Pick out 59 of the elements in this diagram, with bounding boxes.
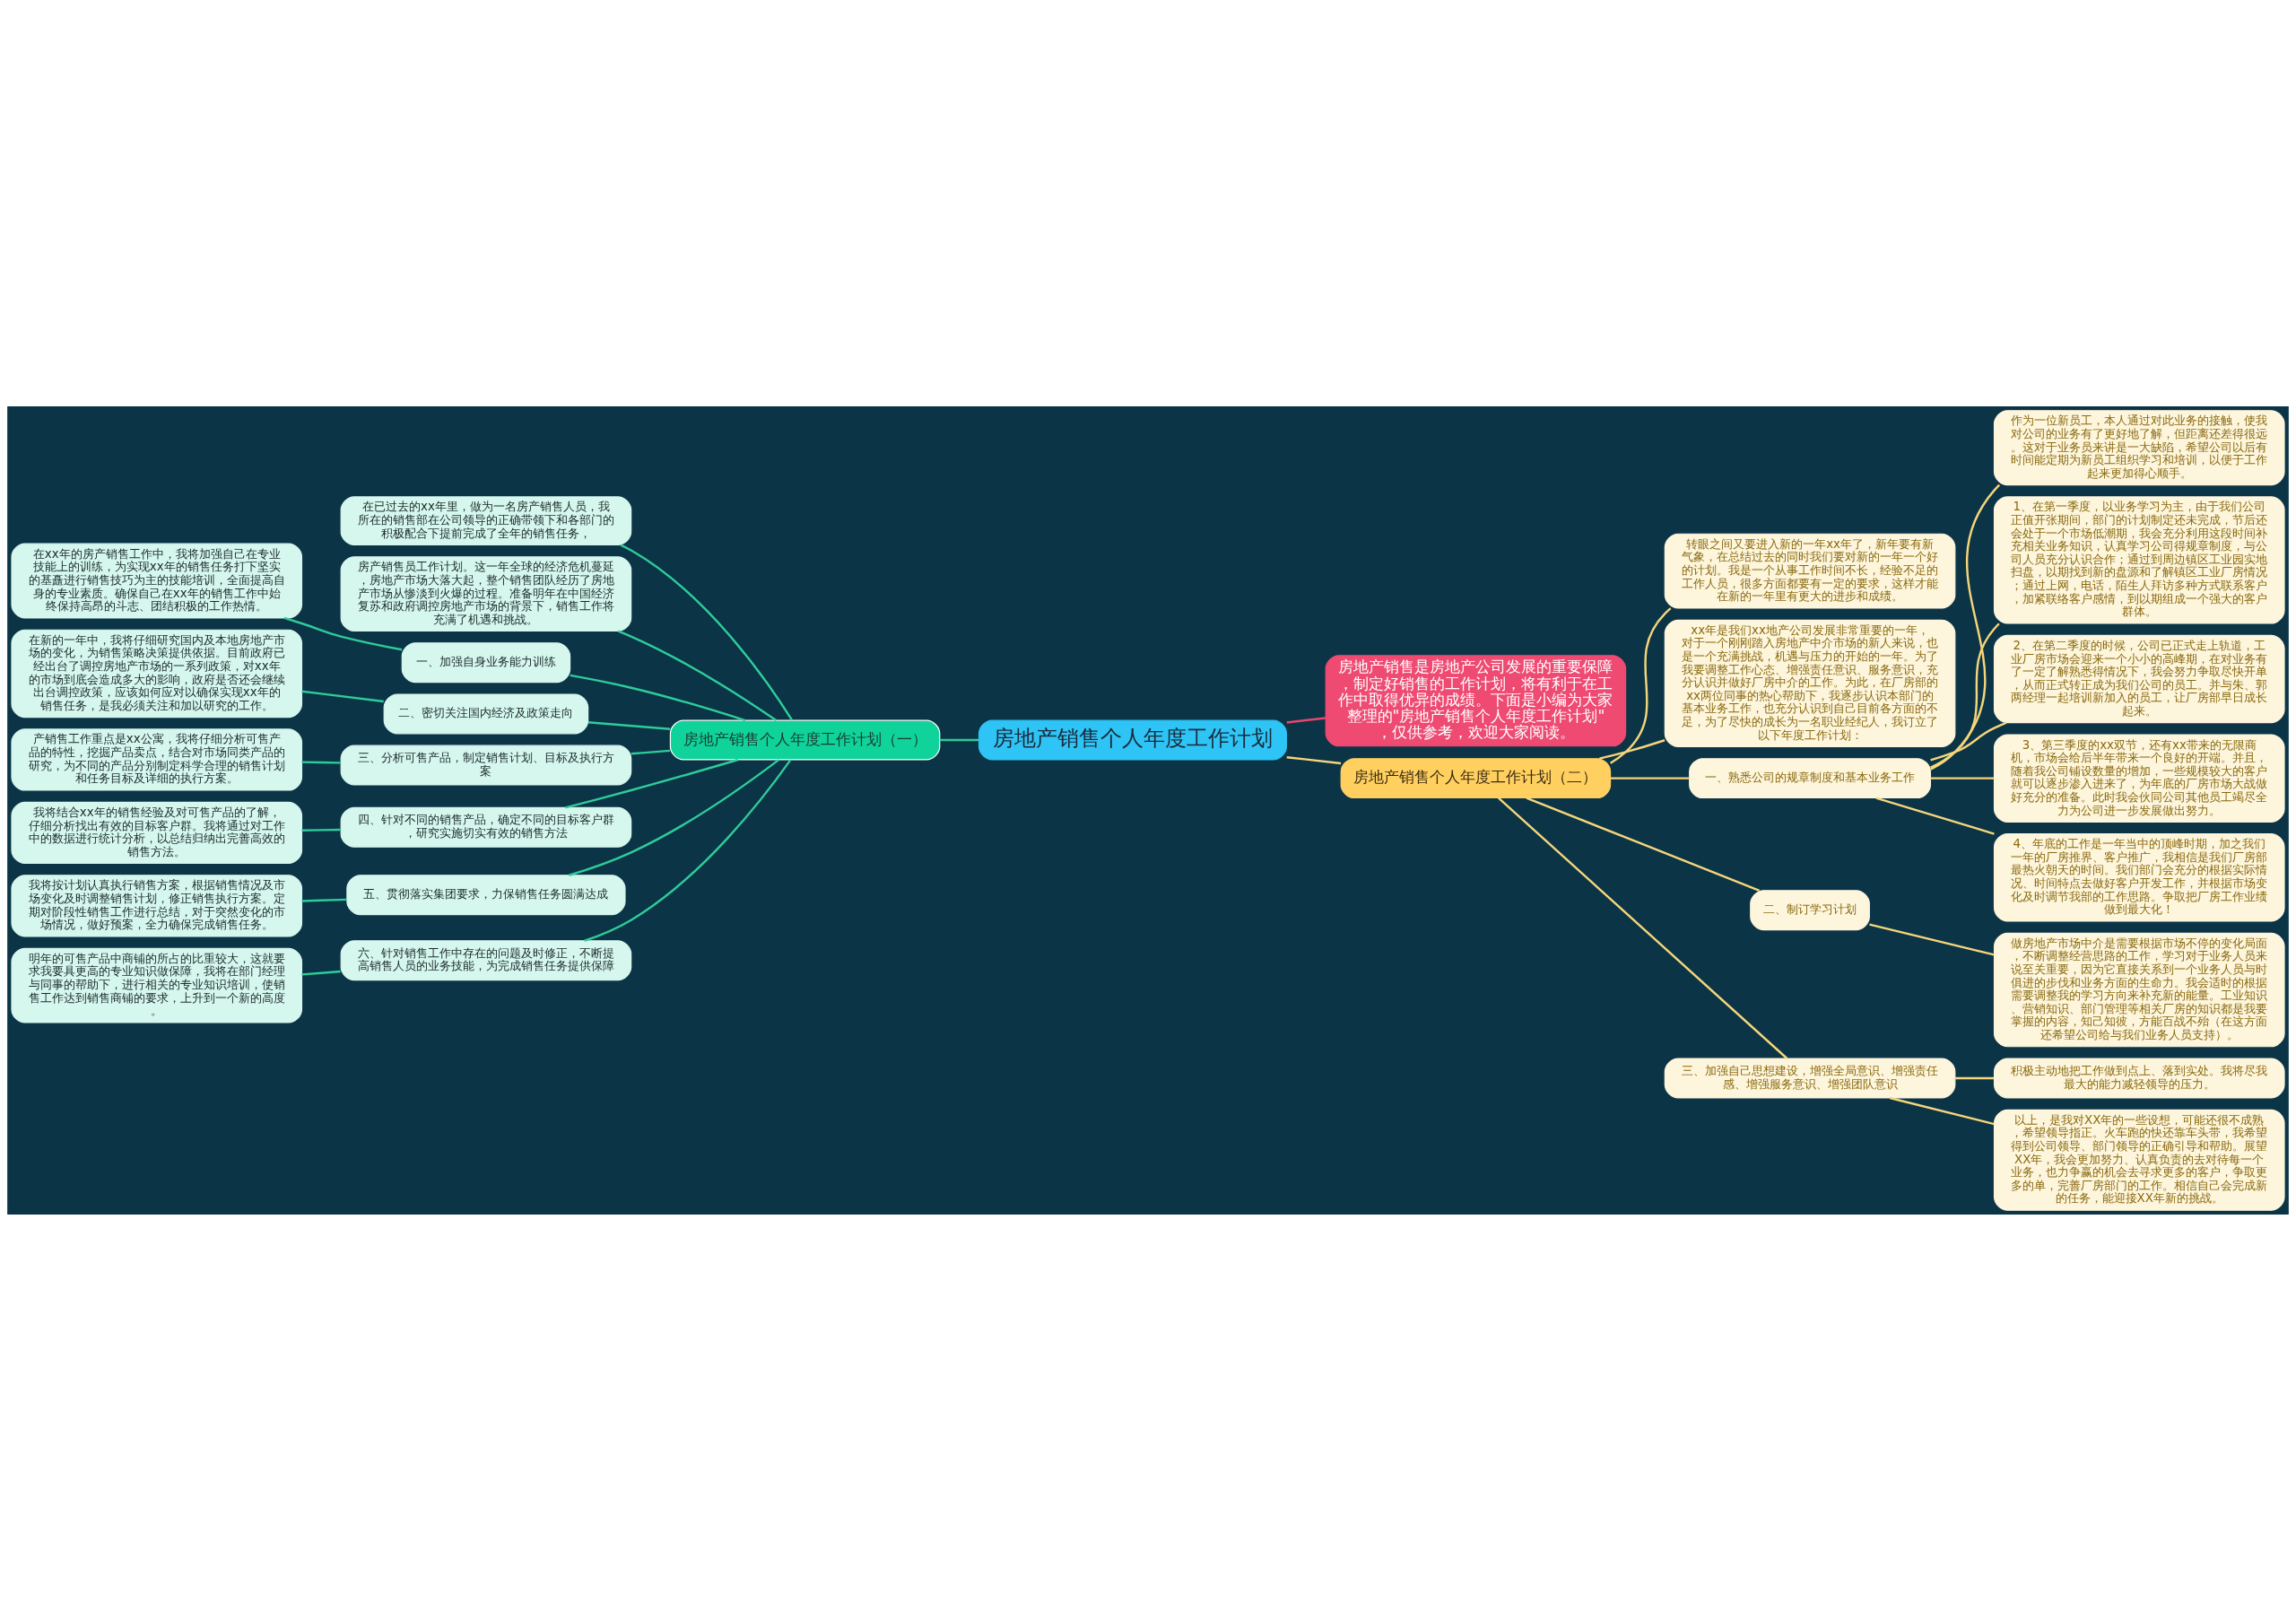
- connector: [631, 749, 671, 755]
- connector: [301, 970, 341, 976]
- connector: [1498, 797, 1788, 1059]
- connector: [570, 674, 746, 721]
- node-box: 房地产销售个人年度工作计划: [978, 719, 1288, 761]
- node-box: 3、第三季度的xx双节，还有xx带来的无限商机，市场会给后半年带来一个良好的开端。并且，随着我公司铺设数量的增加，一些规模较大的客户就可以逐步渗入进来了，为年底的厂房市场大战做好充分的准备。此时我会伙同公司其他员工竭尽全力为公司进一步发展做出努力。: [1993, 733, 2285, 823]
- connector: [283, 616, 403, 650]
- connector: [301, 690, 384, 702]
- node-box: 2、在第二季度的时候，公司已正式走上轨道，工业厂房市场会迎来一个小小的高峰期，在对业务有了一定了解熟悉得情况下，我会努力争取尽快开单，从而正式转正成为我们公司的员工。并与朱、郭两经理一起培训新加入的员工，让厂房部早日成长起来。: [1993, 634, 2285, 723]
- connector: [1610, 776, 1690, 780]
- connector: [1286, 755, 1342, 764]
- connector: [1930, 776, 1995, 780]
- connector: [301, 760, 341, 764]
- node-box: 转眼之间又要进入新的一年xx年了，新年要有新气象，在总结过去的同时我们要对新的一年一个好的计划。我是一个从事工作时间不长，经验不足的工作人员，很多方面都要有一定的要求，这样才能在新的一年里有更大的进步和成绩。: [1664, 533, 1956, 609]
- connector: [617, 629, 777, 721]
- node-box: 房地产销售是房地产公司发展的重要保障，制定好销售的工作计划，将有利于在工作中取得优异的成绩。下面是小编为大家整理的"房地产销售个人年度工作计划"，仅供参考，欢迎大家阅读。: [1325, 654, 1627, 746]
- connector: [301, 898, 347, 902]
- node-box: 房地产销售个人年度工作计划（二）: [1340, 757, 1612, 798]
- connector: [1286, 716, 1326, 724]
- node-box: 明年的可售产品中商铺的所占的比重较大，这就要求我要具更高的专业知识做保障，我将在部门经理与同事的帮助下，进行相关的专业知识培训，使销售工作达到销售商铺的要求，上升到一个新的高度。: [11, 947, 303, 1023]
- node-box: 以上，是我对XX年的一些设想，可能还很不成熟，希望领导指正。火车跑的快还靠车头带，我希望得到公司领导、部门领导的正确引导和帮助。展望XX年，我会更加努力、认真负责的去对待每一个业务，也力争赢的机会去寻求更多的客户，争取更多的单，完善厂房部门的工作。相信自己会完成新的任务，能迎接XX年新的挑战。: [1993, 1109, 2285, 1211]
- node-box: 六、针对销售工作中存在的问题及时修正，不断提高销售人员的业务技能，为完成销售任务提供保障: [340, 939, 632, 980]
- node-box: 4、年底的工作是一年当中的顶峰时期，加之我们一年的厂房推界、客户推广，我相信是我们厂房部最热火朝天的时间。我们部门会充分的根据实际情况、时间特点去做好客户开发工作，并根据市场变化及时调节我部的工作思路。争取把厂房工作业绩做到最大化！: [1993, 832, 2285, 922]
- node-box: 我将按计划认真执行销售方案，根据销售情况及市场变化及时调整销售计划，修正销售执行方案。定期对阶段性销售工作进行总结，对于突然变化的市场情况，做好预案，全力确保完成销售任务。: [11, 874, 303, 937]
- connector: [940, 738, 979, 741]
- node-box: 在xx年的房产销售工作中，我将加强自己在专业技能上的训练，为实现xx年的销售任务打下坚实的基矗进行销售技巧为主的技能培训，全面提高自身的专业素质。确保自己在xx年的销售工作中始终保持高昂的斗志、团结积极的工作热情。: [11, 543, 303, 618]
- connector: [1930, 622, 2000, 769]
- node-box: 我将结合xx年的销售经验及对可售产品的了解，仔细分析找出有效的目标客户群。我将通过对工作中的数据进行统计分析，以总结归纳出完善高效的销售方法。: [11, 801, 303, 864]
- node-box: 一、熟悉公司的规章制度和基本业务工作: [1689, 757, 1932, 798]
- connector: [1930, 483, 2001, 771]
- connector: [584, 758, 792, 942]
- node-box: 四、针对不同的销售产品，确定不同的目标客户群，研究实施切实有效的销售方法: [340, 806, 632, 848]
- connector: [620, 543, 794, 721]
- node-box: 二、密切关注国内经济及政策走向: [383, 692, 589, 734]
- connector: [1930, 721, 2007, 762]
- node-box: 五、贯彻落实集团要求，力保销售任务圆满达成: [346, 874, 626, 915]
- node-box: 作为一位新员工，本人通过对此业务的接触，使我对公司的业务有了更好地了解，但距离还差得很远。这对于业务员来讲是一大缺陷，希望公司以后有时间能定期为新员工组织学习和培训，以便于工作起来更加得心顺手。: [1993, 409, 2285, 485]
- node-box: 房地产销售个人年度工作计划（一）: [669, 719, 941, 761]
- connector: [1875, 796, 1995, 835]
- node-box: 在新的一年中，我将仔细研究国内及本地房地产市场的变化，为销售策略决策提供依据。目前政府已经出台了调控房地产市场的一系列政策，对xx年的市场到底会造成多大的影响，政府是否还会继续出台调控政策，应该如何应对以确保实现xx年的销售任务，是我必须关注和加以研究的工作。: [11, 629, 303, 718]
- node-box: 三、加强自己思想建设，增强全局意识、增强责任感、增强服务意识、增强团队意识: [1664, 1058, 1956, 1098]
- connector: [1954, 1076, 1994, 1079]
- connector: [1610, 606, 1672, 764]
- node-box: 产销售工作重点是xx公寓，我将仔细分析可售产品的特性，挖掘产品卖点，结合对市场同类产品的研究，为不同的产品分别制定科学合理的销售计划和任务目标及详细的执行方案。: [11, 727, 303, 791]
- connector: [1599, 738, 1665, 760]
- node-box: 做房地产市场中介是需要根据市场不停的变化局面，不断调整经营思路的工作，学习对于业务人员来说至关重要，因为它直接关系到一个业务人员与时俱进的步伐和业务方面的生命力。我会适时的根据需要调整我的学习方向来补充新的能量。工业知识、营销知识、部门管理等相关厂房的知识都是我要掌握的内容，知己知彼，方能百战不殆（在这方面还希望公司给与我们业务人员支持）。: [1993, 932, 2285, 1047]
- connector: [301, 828, 341, 832]
- connector: [1889, 1096, 1995, 1125]
- connector: [587, 720, 671, 730]
- node-box: 二、制订学习计划: [1750, 889, 1870, 930]
- node-box: xx年是我们xx地产公司发展非常重要的一年，对于一个刚刚踏入房地产中介市场的新人来说，也是一个充满挑战，机遇与压力的开始的一年。为了我要调整工作心态、增强责任意识、服务意识，充分认识并做好厂房中介的工作。为此，在厂房部的xx两位同事的热心帮助下，我逐步认识本部门的基本业务工作，也充分认识到自己目前各方面的不足，为了尽快的成长为一名职业经纪人，我订立了以下年度工作计划：: [1664, 619, 1956, 747]
- node-box: 房产销售员工作计划。这一年全球的经济危机蔓延，房地产市场大落大起，整个销售团队经历了房地产市场从惨淡到火爆的过程。准备明年在中国经济复苏和政府调控房地产市场的背景下，销售工作将充满了机遇和挑战。: [340, 555, 632, 631]
- node-box: 积极主动地把工作做到点上、落到实处。我将尽我最大的能力减轻领导的压力。: [1993, 1058, 2285, 1098]
- node-box: 三、分析可售产品，制定销售计划、目标及执行方案: [340, 745, 632, 786]
- node-box: 1、在第一季度，以业务学习为主，由于我们公司正值开张期间，部门的计划制定还未完成，节后还会处于一个市场低潮期，我会充分利用这段时间补充相关业务知识，认真学习公司得规章制度，与公司人员充分认识合作；通过到周边镇区工业园实地扫盘，以期找到新的盘源和了解镇区工业厂房情况；通过上网，电话，陌生人拜访多种方式联系客户，加紧联络客户感情，到以期组成一个强大的客户群体。: [1993, 495, 2285, 624]
- connector: [1869, 922, 1995, 956]
- node-box: 一、加强自身业务能力训练: [401, 641, 571, 683]
- connector: [1526, 797, 1761, 892]
- node-box: 在已过去的xx年里，做为一名房产销售人员，我所在的销售部在公司领导的正确带领下和各部门的积极配合下提前完成了全年的销售任务，: [340, 495, 632, 545]
